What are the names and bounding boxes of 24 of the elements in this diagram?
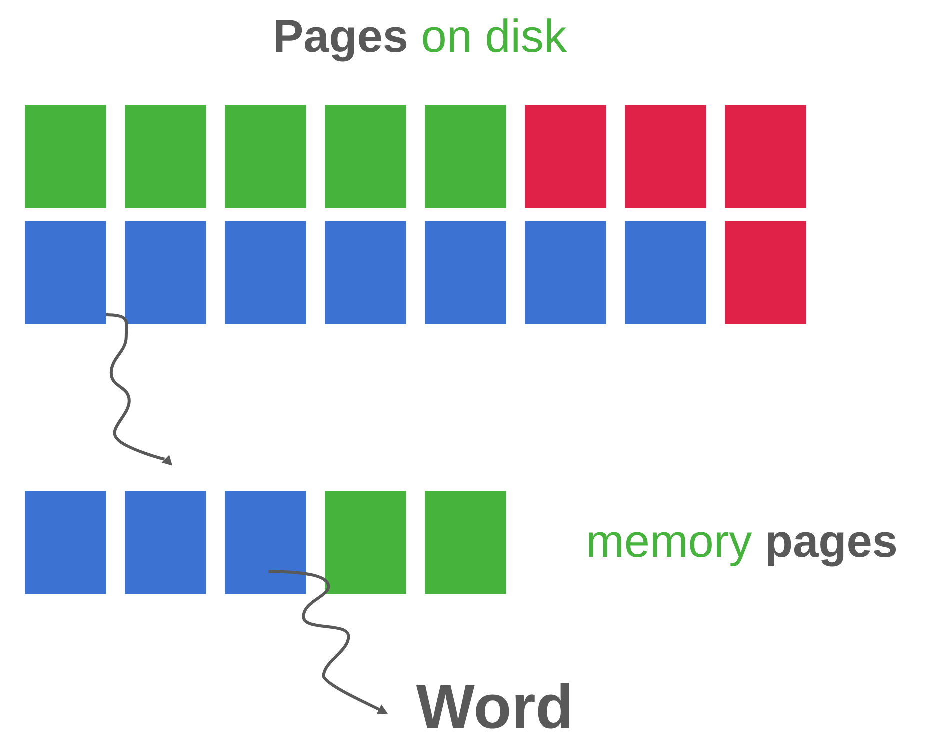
page-block (325, 491, 406, 594)
page-block (325, 221, 406, 324)
page-block (525, 105, 606, 208)
title: Pages on disk (276, 18, 568, 62)
page-block (525, 221, 606, 324)
page-block (725, 221, 806, 324)
page-block (225, 491, 306, 594)
page-block (325, 105, 406, 208)
word-label: Word (416, 683, 570, 729)
page-block (625, 105, 706, 208)
page-block (425, 221, 506, 324)
page-block (25, 221, 106, 324)
page-block (25, 491, 106, 594)
page-block (125, 221, 206, 324)
page-block (425, 105, 506, 208)
page-block (125, 105, 206, 208)
page-block (125, 491, 206, 594)
page-block (725, 105, 806, 208)
caption-text: memory pages (589, 532, 896, 567)
page-block (625, 221, 706, 324)
page-block (25, 105, 106, 208)
page-block (225, 105, 306, 208)
page-block (425, 491, 506, 594)
page-block (225, 221, 306, 324)
